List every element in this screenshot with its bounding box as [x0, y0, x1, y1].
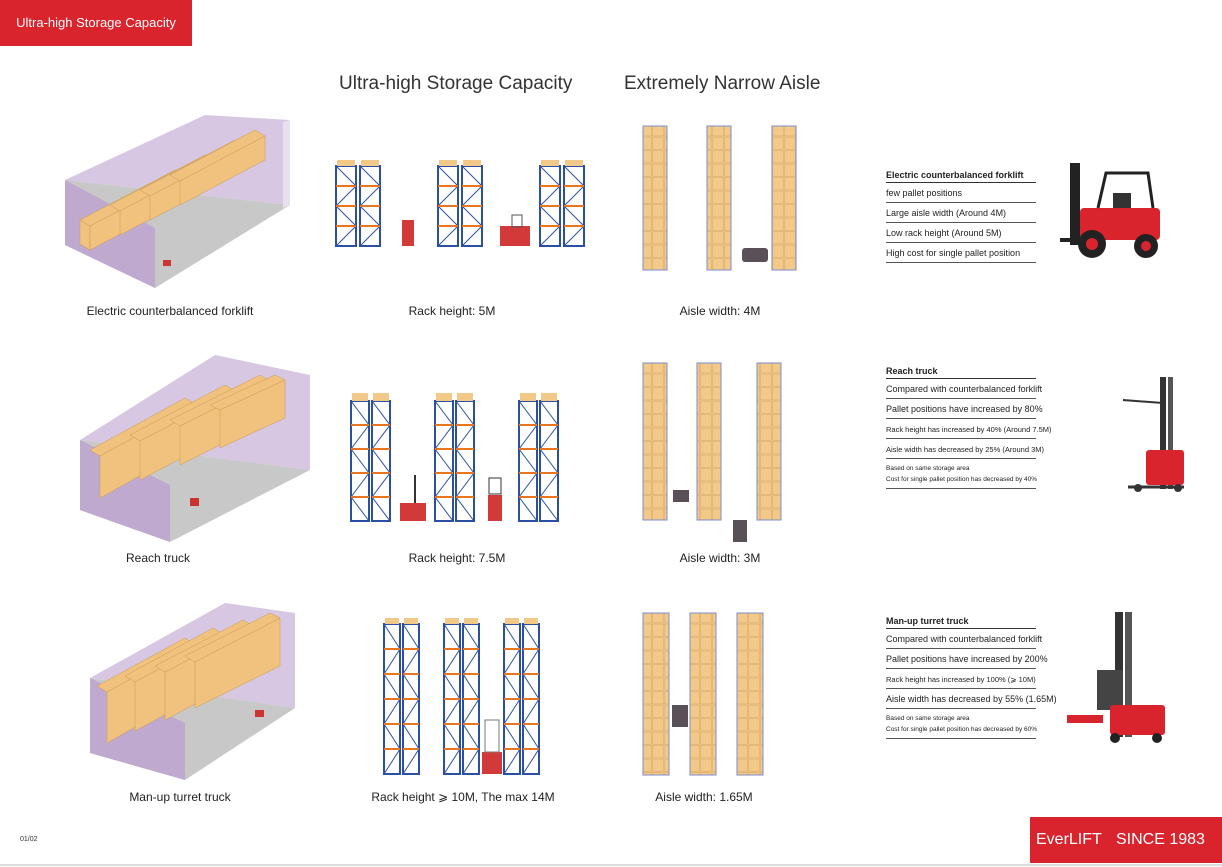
brand-since: SINCE 1983 — [1116, 831, 1205, 848]
info-item: Pallet positions have increased by 200% — [886, 649, 1048, 669]
info-item: Aisle width has decreased by 25% (Around… — [886, 439, 1044, 459]
info-title: Man-up turret truck — [886, 614, 1036, 629]
warehouse-illustration-1 — [65, 115, 290, 288]
warehouse-illustration-3 — [90, 603, 295, 780]
warehouse-caption-1: Electric counterbalanced forklift — [86, 304, 254, 318]
warehouse-illustration-2 — [80, 355, 310, 542]
info-block-turret-truck: Man-up turret truck Compared with counte… — [886, 614, 1057, 739]
info-block-reach-truck: Reach truck Compared with counterbalance… — [886, 364, 1052, 489]
heading-storage-capacity: Ultra-high Storage Capacity — [339, 73, 573, 94]
aisle-diagram-1-65m — [642, 612, 764, 776]
section-tag: Ultra-high Storage Capacity — [0, 0, 192, 46]
info-note: Based on same storage area Cost for sing… — [886, 459, 1037, 489]
page-number: 01/02 — [20, 836, 38, 843]
info-note-line: Based on same storage area — [886, 715, 970, 722]
reach-truck-icon — [1122, 377, 1184, 492]
heading-narrow-aisle: Extremely Narrow Aisle — [624, 73, 821, 94]
info-item: Large aisle width (Around 4M) — [886, 203, 1036, 223]
info-item: Low rack height (Around 5M) — [886, 223, 1036, 243]
rack-caption-1: Rack height: 5M — [408, 304, 496, 318]
info-note-line: Cost for single pallet position has decr… — [886, 724, 1037, 739]
rack-diagram-10m — [383, 618, 540, 775]
counterbalanced-forklift-icon — [1060, 163, 1160, 258]
aisle-caption-1: Aisle width: 4M — [679, 304, 761, 318]
info-item: Compared with counterbalanced forklift — [886, 629, 1042, 649]
turret-truck-icon — [1067, 612, 1165, 743]
aisle-diagram-4m — [642, 125, 797, 271]
info-item: High cost for single pallet position — [886, 243, 1036, 263]
rack-caption-2: Rack height: 7.5M — [408, 551, 506, 565]
warehouse-caption-2: Reach truck — [125, 551, 191, 565]
aisle-caption-3: Aisle width: 1.65M — [655, 790, 753, 804]
info-item: Compared with counterbalanced forklift — [886, 379, 1042, 399]
brand-banner: EverLIFT SINCE 1983 — [1030, 817, 1222, 863]
info-item: Aisle width has decreased by 55% (1.65M) — [886, 689, 1057, 709]
footer-divider — [0, 864, 1222, 866]
rack-caption-3: Rack height ⩾ 10M, The max 14M — [371, 790, 555, 804]
info-title: Reach truck — [886, 364, 1036, 379]
info-item: Rack height has increased by 100% (⩾ 10M… — [886, 669, 1036, 689]
rack-diagram-7-5m — [350, 393, 559, 522]
brand-name: EverLIFT — [1036, 831, 1102, 848]
info-note: Based on same storage area Cost for sing… — [886, 709, 1037, 739]
info-note-line: Cost for single pallet position has decr… — [886, 474, 1037, 489]
info-title: Electric counterbalanced forklift — [886, 168, 1036, 183]
info-note-line: Based on same storage area — [886, 465, 970, 472]
info-item: few pallet positions — [886, 183, 1036, 203]
info-item: Rack height has increased by 40% (Around… — [886, 419, 1052, 439]
info-block-counterbalanced: Electric counterbalanced forklift few pa… — [886, 168, 1036, 263]
rack-diagram-5m — [335, 160, 585, 247]
info-item: Pallet positions have increased by 80% — [886, 399, 1043, 419]
aisle-diagram-3m — [642, 362, 782, 542]
aisle-caption-2: Aisle width: 3M — [679, 551, 761, 565]
warehouse-caption-3: Man-up turret truck — [129, 790, 231, 804]
